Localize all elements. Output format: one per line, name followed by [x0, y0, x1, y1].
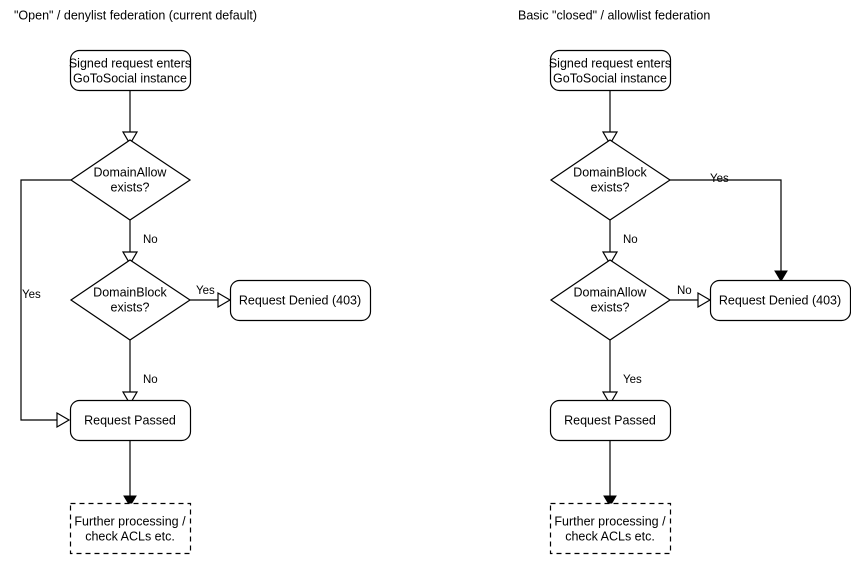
node-request-passed-right[interactable]: Request Passed — [549, 399, 672, 442]
decision1-label-line1-left: DomainAllow — [94, 165, 168, 179]
entry-label-line1-left: Signed request enters — [69, 56, 191, 70]
further-label-line1-left: Further processing / — [74, 514, 186, 528]
arrowhead-open-icon — [601, 251, 619, 266]
edge-entry-to-decision1-right — [601, 90, 619, 146]
edge-entry-to-decision1-left — [121, 90, 139, 146]
edge-label-decision2-no-right: No — [677, 285, 692, 297]
decision1-label-line2-left: exists? — [111, 180, 150, 194]
decision2-label-line1-right: DomainAllow — [574, 285, 648, 299]
entry-label-line2-left: GoToSocial instance — [73, 71, 187, 85]
node-request-denied-right[interactable]: Request Denied (403) — [709, 279, 851, 322]
edge-passed-to-further-left — [123, 440, 137, 507]
further-label-line2-left: check ACLs etc. — [85, 529, 175, 543]
edge-label-decision1-no-left: No — [143, 234, 158, 246]
node-request-passed-left[interactable]: Request Passed — [69, 399, 192, 442]
decision2-label-line2-right: exists? — [591, 300, 630, 314]
arrowhead-open-icon — [121, 391, 139, 406]
denied-box-shape-left — [229, 279, 372, 322]
edge-passed-to-further-right — [603, 440, 617, 507]
decision1-label-line1-right: DomainBlock — [573, 165, 647, 179]
arrowhead-open-icon — [697, 291, 712, 309]
denied-label-right: Request Denied (403) — [719, 293, 841, 307]
decision2-label-line2-left: exists? — [111, 300, 150, 314]
arrowhead-filled-icon — [123, 495, 137, 507]
edge-label-decision1-no-right: No — [623, 234, 638, 246]
node-decision-domainallow-left[interactable]: DomainAllow exists? — [69, 139, 192, 221]
node-further-processing-left[interactable]: Further processing / check ACLs etc. — [69, 502, 192, 555]
passed-label-left: Request Passed — [84, 413, 176, 427]
denied-label-left: Request Denied (403) — [239, 293, 361, 307]
panel-closed-allowlist: Basic "closed" / allowlist federation Si… — [518, 8, 851, 555]
arrowhead-open-icon — [217, 291, 232, 309]
arrowhead-filled-icon — [774, 270, 788, 282]
panel-open-denylist: "Open" / denylist federation (current de… — [14, 8, 372, 555]
node-further-processing-right[interactable]: Further processing / check ACLs etc. — [549, 502, 672, 555]
edge-decision2-yes-right: Yes — [601, 340, 642, 406]
edge-label-decision1-yes-right: Yes — [710, 173, 729, 185]
further-box-shape-right — [549, 502, 672, 555]
further-box-shape-left — [69, 502, 192, 555]
edge-decision1-yes-right: Yes — [670, 173, 788, 282]
edge-decision1-no-right: No — [601, 220, 638, 266]
edge-decision2-no-left: No — [121, 340, 158, 406]
further-label-line2-right: check ACLs etc. — [565, 529, 655, 543]
panel-title-closed-allowlist: Basic "closed" / allowlist federation — [518, 8, 710, 22]
entry-label-line1-right: Signed request enters — [549, 56, 671, 70]
node-entry-right[interactable]: Signed request enters GoToSocial instanc… — [549, 49, 671, 92]
edge-decision2-no-right: No — [670, 285, 712, 309]
arrowhead-open-icon — [56, 411, 71, 429]
edge-label-decision2-no-left: No — [143, 374, 158, 386]
node-request-denied-left[interactable]: Request Denied (403) — [229, 279, 372, 322]
edge-label-decision1-yes-left: Yes — [22, 289, 41, 301]
passed-label-right: Request Passed — [564, 413, 656, 427]
edge-decision1-no-left: No — [121, 220, 158, 266]
entry-label-line2-right: GoToSocial instance — [553, 71, 667, 85]
edge-label-decision2-yes-right: Yes — [623, 374, 642, 386]
edge-decision2-yes-left: Yes — [190, 285, 232, 309]
node-decision-domainblock-left[interactable]: DomainBlock exists? — [69, 259, 192, 341]
further-label-line1-right: Further processing / — [554, 514, 666, 528]
decision1-label-line2-right: exists? — [591, 180, 630, 194]
arrowhead-open-icon — [121, 251, 139, 266]
panel-title-open-denylist: "Open" / denylist federation (current de… — [14, 8, 257, 22]
edge-decision1-yes-left: Yes — [20, 179, 71, 429]
node-decision-domainblock-right[interactable]: DomainBlock exists? — [549, 139, 672, 221]
node-entry-left[interactable]: Signed request enters GoToSocial instanc… — [69, 49, 191, 92]
node-decision-domainallow-right[interactable]: DomainAllow exists? — [549, 259, 672, 341]
decision2-label-line1-left: DomainBlock — [93, 285, 167, 299]
arrowhead-open-icon — [121, 131, 139, 146]
arrowhead-open-icon — [601, 391, 619, 406]
edge-label-decision2-yes-left: Yes — [196, 285, 215, 297]
arrowhead-filled-icon — [603, 495, 617, 507]
arrowhead-open-icon — [601, 131, 619, 146]
